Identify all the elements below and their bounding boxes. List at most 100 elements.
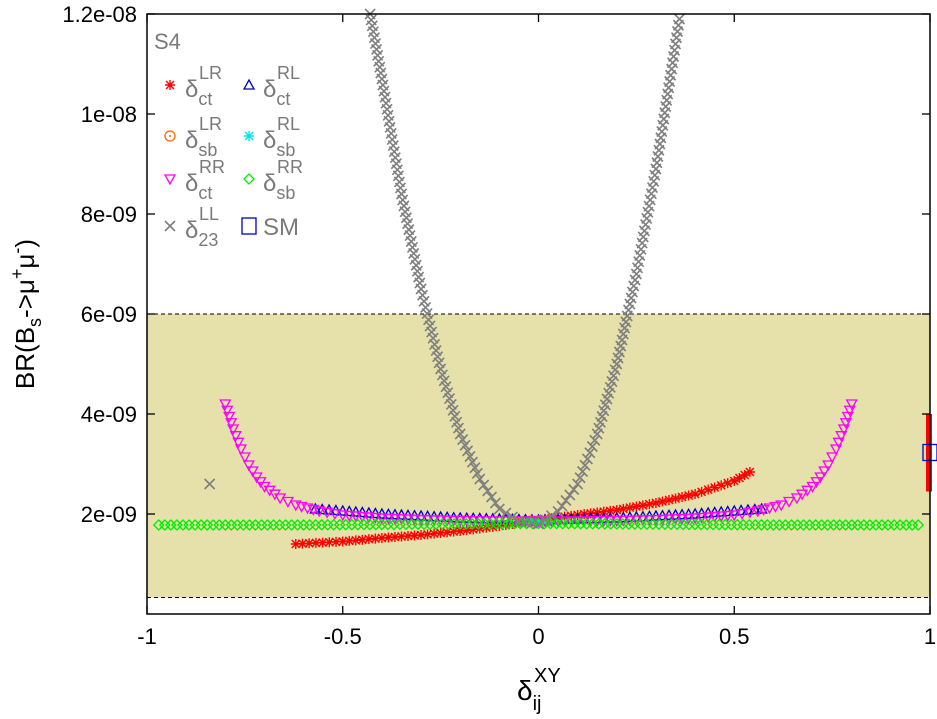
data-point — [457, 434, 469, 446]
data-point — [757, 504, 770, 516]
data-point — [545, 510, 558, 522]
data-point — [274, 493, 287, 505]
data-point — [403, 531, 413, 541]
x-tick-label: 1 — [924, 624, 936, 649]
data-point — [845, 399, 858, 411]
data-point — [331, 536, 342, 547]
data-point — [796, 489, 809, 501]
data-point — [716, 480, 727, 491]
y-tick-label: 6e-09 — [81, 302, 137, 327]
data-point — [818, 466, 831, 478]
data-point — [696, 486, 707, 497]
data-point — [204, 478, 216, 490]
data-point — [578, 516, 591, 528]
data-point — [669, 514, 682, 526]
data-point — [682, 513, 695, 525]
data-point — [317, 537, 328, 548]
data-point — [337, 536, 348, 547]
data-point — [469, 462, 481, 474]
data-point — [328, 509, 342, 521]
data-point — [598, 506, 609, 517]
data-point — [739, 470, 750, 480]
data-point — [474, 523, 485, 534]
data-point — [826, 452, 839, 464]
data-point — [584, 447, 596, 459]
data-point — [486, 516, 499, 528]
data-point — [735, 509, 749, 521]
data-point — [416, 530, 427, 540]
data-point — [363, 534, 374, 545]
data-point — [690, 489, 701, 499]
x-tick-label: -1 — [137, 624, 157, 649]
data-point — [316, 503, 329, 515]
data-point — [708, 511, 721, 523]
data-point — [806, 481, 819, 493]
data-point — [482, 485, 494, 497]
data-point — [246, 466, 259, 478]
data-point — [357, 534, 368, 545]
data-point — [388, 513, 402, 525]
data-point — [389, 532, 400, 542]
data-point — [624, 502, 635, 513]
data-point — [748, 503, 761, 515]
data-point — [336, 510, 349, 522]
data-point — [382, 513, 395, 525]
data-point — [461, 445, 474, 457]
data-point — [227, 424, 240, 436]
legend-label: δsbRL — [263, 114, 300, 160]
data-point — [673, 13, 686, 25]
data-point — [281, 496, 295, 508]
data-point — [572, 478, 584, 490]
x-tick-label: 0 — [532, 624, 544, 649]
legend-label: δsbLR — [185, 114, 222, 160]
data-point — [409, 530, 420, 541]
data-point — [657, 496, 668, 507]
data-point — [589, 434, 601, 446]
data-point — [664, 495, 674, 505]
data-point — [670, 493, 681, 504]
data-point — [822, 460, 835, 472]
data-point — [223, 411, 236, 423]
data-point — [234, 444, 248, 456]
data-point — [581, 453, 594, 465]
data-point — [832, 437, 845, 449]
data-point — [310, 537, 321, 548]
data-point — [313, 506, 326, 518]
data-point — [370, 533, 381, 544]
data-point — [556, 500, 568, 512]
data-point — [493, 516, 506, 528]
data-point — [715, 511, 728, 523]
x-tick-label: -0.5 — [324, 624, 362, 649]
data-point — [568, 483, 580, 496]
data-point — [263, 485, 276, 497]
legend-marker — [163, 174, 177, 186]
data-point — [695, 512, 708, 524]
data-point — [422, 529, 433, 540]
y-tick-label: 1e-08 — [81, 102, 137, 127]
data-point — [376, 533, 387, 543]
y-tick-label: 2e-09 — [81, 502, 137, 527]
data-point — [343, 510, 356, 522]
data-point — [221, 405, 234, 417]
data-point — [677, 492, 688, 502]
data-point — [395, 514, 408, 526]
legend-label: SM — [263, 214, 299, 241]
x-tick-label: 0.5 — [719, 624, 750, 649]
data-point — [576, 465, 589, 478]
data-point — [375, 513, 389, 525]
data-point — [688, 513, 702, 525]
data-point — [579, 459, 591, 471]
data-point — [466, 456, 478, 468]
data-point — [304, 538, 315, 549]
data-point — [801, 485, 814, 497]
data-point — [442, 527, 453, 538]
legend-label: δctLR — [185, 63, 222, 109]
data-point — [356, 511, 369, 523]
allowed-region-band — [147, 314, 930, 598]
data-point — [320, 507, 334, 519]
data-point — [297, 538, 308, 549]
data-point — [650, 498, 661, 508]
